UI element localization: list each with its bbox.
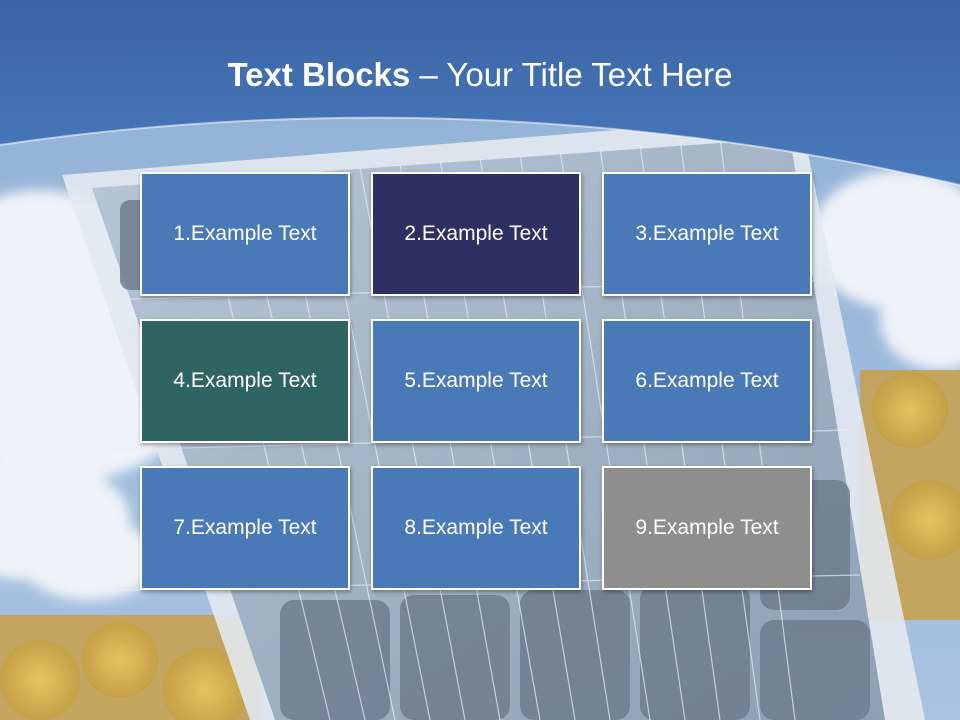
- title-bold: Text Blocks: [227, 56, 411, 93]
- text-block-label: 3.Example Text: [635, 222, 779, 245]
- text-block-5[interactable]: 5.Example Text: [371, 319, 581, 443]
- text-block-8[interactable]: 8.Example Text: [371, 466, 581, 590]
- text-block-2[interactable]: 2.Example Text: [371, 172, 581, 296]
- text-block-label: 7.Example Text: [173, 516, 317, 539]
- text-block-label: 9.Example Text: [635, 516, 779, 539]
- text-block-label: 1.Example Text: [173, 222, 317, 245]
- title-rest: Your Title Text Here: [446, 56, 733, 93]
- text-block-9[interactable]: 9.Example Text: [602, 466, 812, 590]
- text-block-label: 2.Example Text: [404, 222, 548, 245]
- text-block-4[interactable]: 4.Example Text: [140, 319, 350, 443]
- text-block-6[interactable]: 6.Example Text: [602, 319, 812, 443]
- text-block-label: 4.Example Text: [173, 369, 317, 392]
- text-block-label: 8.Example Text: [404, 516, 548, 539]
- text-block-3[interactable]: 3.Example Text: [602, 172, 812, 296]
- slide-title: Text Blocks – Your Title Text Here: [0, 54, 960, 96]
- title-dash: –: [410, 56, 447, 93]
- text-block-label: 5.Example Text: [404, 369, 548, 392]
- text-block-7[interactable]: 7.Example Text: [140, 466, 350, 590]
- text-block-1[interactable]: 1.Example Text: [140, 172, 350, 296]
- text-block-label: 6.Example Text: [635, 369, 779, 392]
